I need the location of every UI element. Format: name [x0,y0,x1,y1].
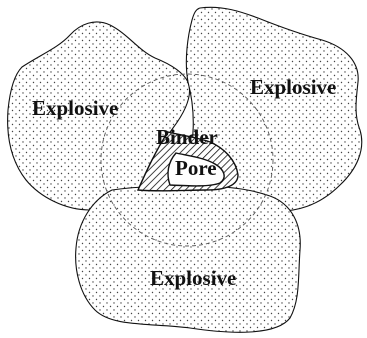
label-binder: Binder [156,125,218,149]
explosive-grain-bottom [76,186,301,332]
label-pore: Pore [175,156,217,180]
label-explosive-top-right: Explosive [250,75,336,99]
label-explosive-top-left: Explosive [32,96,118,120]
label-explosive-bottom: Explosive [150,266,236,290]
